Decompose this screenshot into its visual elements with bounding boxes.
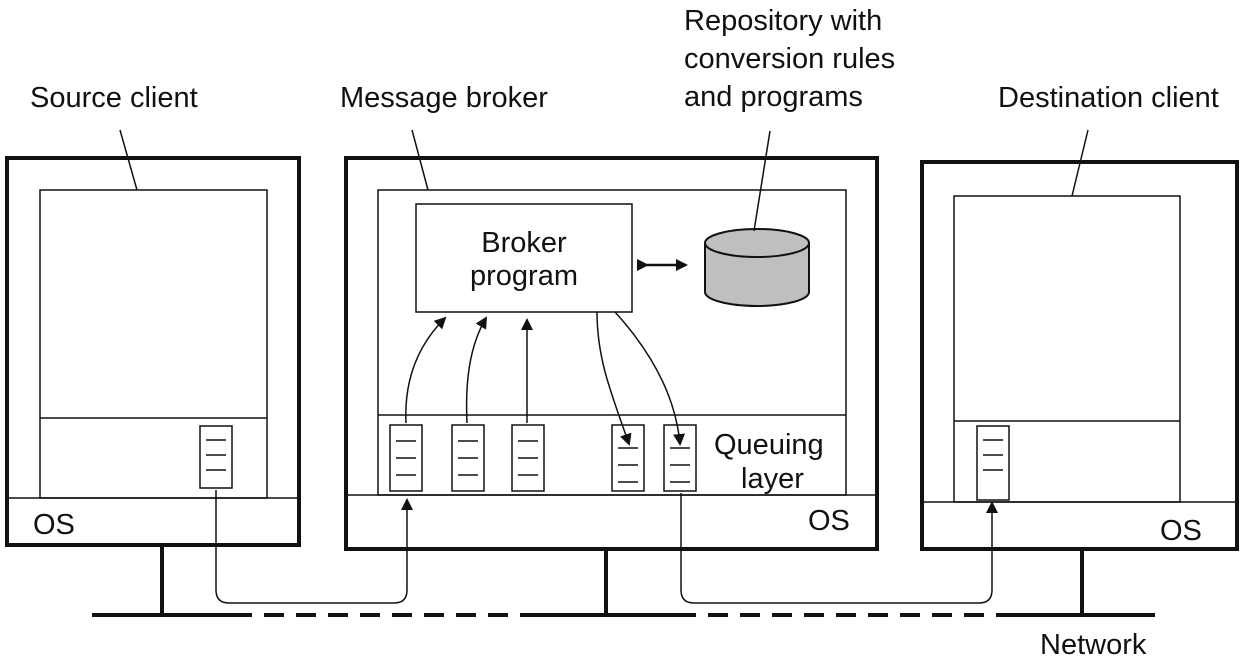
queue2-to-broker-arrow — [465, 316, 488, 424]
network: Network — [92, 545, 1155, 660]
broker-queue-5 — [663, 424, 697, 492]
broker-queue-1 — [389, 424, 423, 492]
source-to-broker-path — [215, 490, 413, 604]
repository-label: Repository with conversion rules and pro… — [684, 5, 895, 232]
broker-os-label: OS — [808, 505, 850, 537]
repository-label-3: and programs — [684, 81, 863, 113]
source-client-frame — [5, 156, 301, 547]
broker-frame — [344, 156, 879, 551]
broker-program-label-1: Broker — [481, 227, 567, 259]
destination-client-app-area — [953, 195, 1181, 503]
broker-to-destination-path — [680, 493, 998, 604]
message-broker-machine: Broker program — [340, 82, 879, 551]
destination-client-leader — [1071, 129, 1089, 197]
repository-label-1: Repository with — [684, 5, 882, 37]
source-client-label: Source client — [30, 82, 198, 114]
destination-client-queue — [976, 425, 1010, 501]
broker-to-queue4-arrow — [596, 311, 632, 446]
queue1-to-broker-arrow — [405, 316, 447, 424]
broker-queue-3 — [511, 424, 545, 492]
broker-to-queue5-arrow — [614, 311, 686, 446]
queuing-layer-label-1: Queuing — [714, 429, 824, 461]
broker-program-box — [415, 203, 633, 313]
repository-label-2: conversion rules — [684, 43, 895, 75]
broker-queue-2 — [451, 424, 485, 492]
queuing-layer-label-2: layer — [741, 463, 804, 495]
broker-program-label-2: program — [470, 260, 578, 292]
destination-client-machine: OS Destination client — [920, 82, 1239, 551]
network-label: Network — [1040, 629, 1147, 660]
source-client-app-area — [39, 189, 268, 499]
source-client-machine: OS Source client — [5, 82, 301, 547]
message-broker-leader — [411, 129, 429, 191]
destination-client-label: Destination client — [998, 82, 1219, 114]
destination-os-label: OS — [1160, 515, 1202, 547]
source-client-leader — [119, 129, 138, 191]
destination-client-frame — [920, 160, 1239, 551]
broker-queue-4 — [611, 424, 645, 492]
repository-database-icon — [704, 228, 810, 307]
source-client-queue — [199, 425, 233, 489]
message-broker-label: Message broker — [340, 82, 548, 114]
source-os-label: OS — [33, 509, 75, 541]
repository-leader — [753, 130, 771, 232]
